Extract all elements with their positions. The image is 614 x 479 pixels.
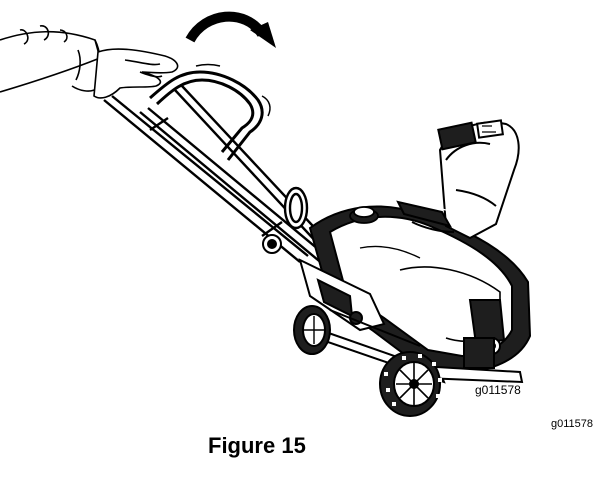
handle-bar bbox=[149, 63, 271, 161]
illustration-svg bbox=[0, 11, 532, 417]
fuel-cap bbox=[349, 206, 379, 224]
front-wheel bbox=[379, 351, 442, 417]
handle-knob bbox=[262, 234, 282, 254]
figure-caption: Figure 15 bbox=[208, 433, 306, 458]
handle-tubes bbox=[103, 85, 337, 271]
discharge-chute bbox=[437, 119, 520, 240]
curved-arrow-icon bbox=[185, 11, 276, 48]
chute-deflector bbox=[396, 199, 455, 233]
rear-wheel bbox=[293, 305, 331, 355]
auger-housing bbox=[308, 205, 532, 374]
illustration-id-outer: g011578 bbox=[551, 418, 594, 430]
chute-handle bbox=[283, 186, 309, 230]
operator-hand bbox=[93, 48, 179, 99]
operator-arm bbox=[0, 25, 101, 93]
snow-thrower-illustration bbox=[0, 11, 532, 417]
illustration-id-inner: g011578 bbox=[475, 383, 521, 397]
